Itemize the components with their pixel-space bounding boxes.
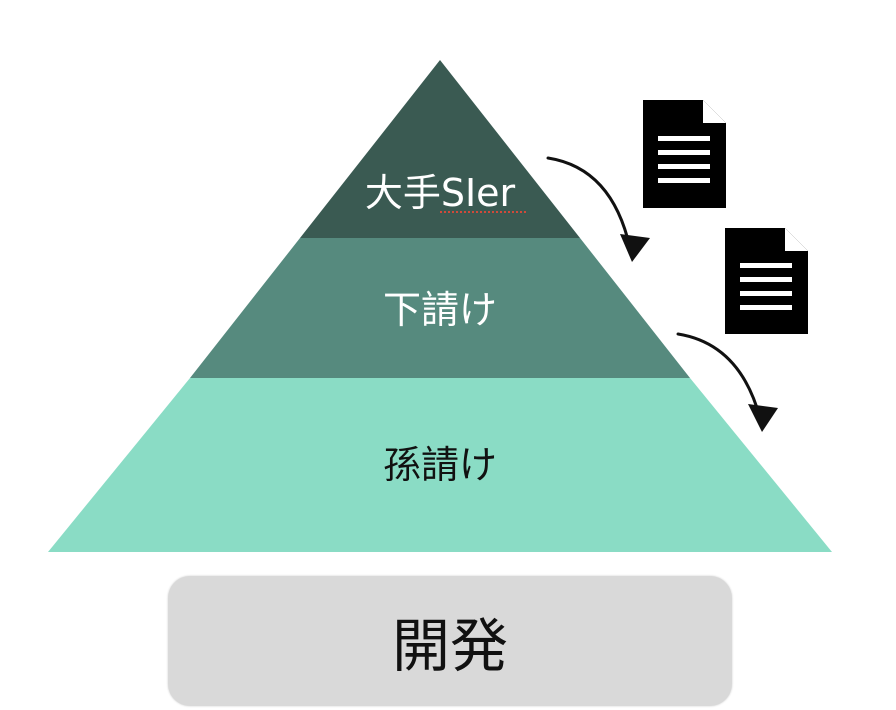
curved-arrow-icon	[546, 156, 650, 262]
tier-label-middle: 下請け	[383, 288, 497, 332]
tier-label-bottom: 孫請け	[383, 443, 497, 487]
document-icon	[725, 228, 808, 334]
tier-label-top: 大手SIer	[365, 171, 516, 215]
development-label: 開発	[391, 612, 508, 680]
development-base-box: 開発	[168, 576, 732, 706]
document-icon	[643, 100, 726, 208]
pyramid-tier-bottom	[48, 378, 832, 552]
pyramid-tier-middle	[190, 238, 690, 378]
pyramid-tier-top	[300, 60, 580, 238]
curved-arrow-icon	[676, 332, 778, 432]
